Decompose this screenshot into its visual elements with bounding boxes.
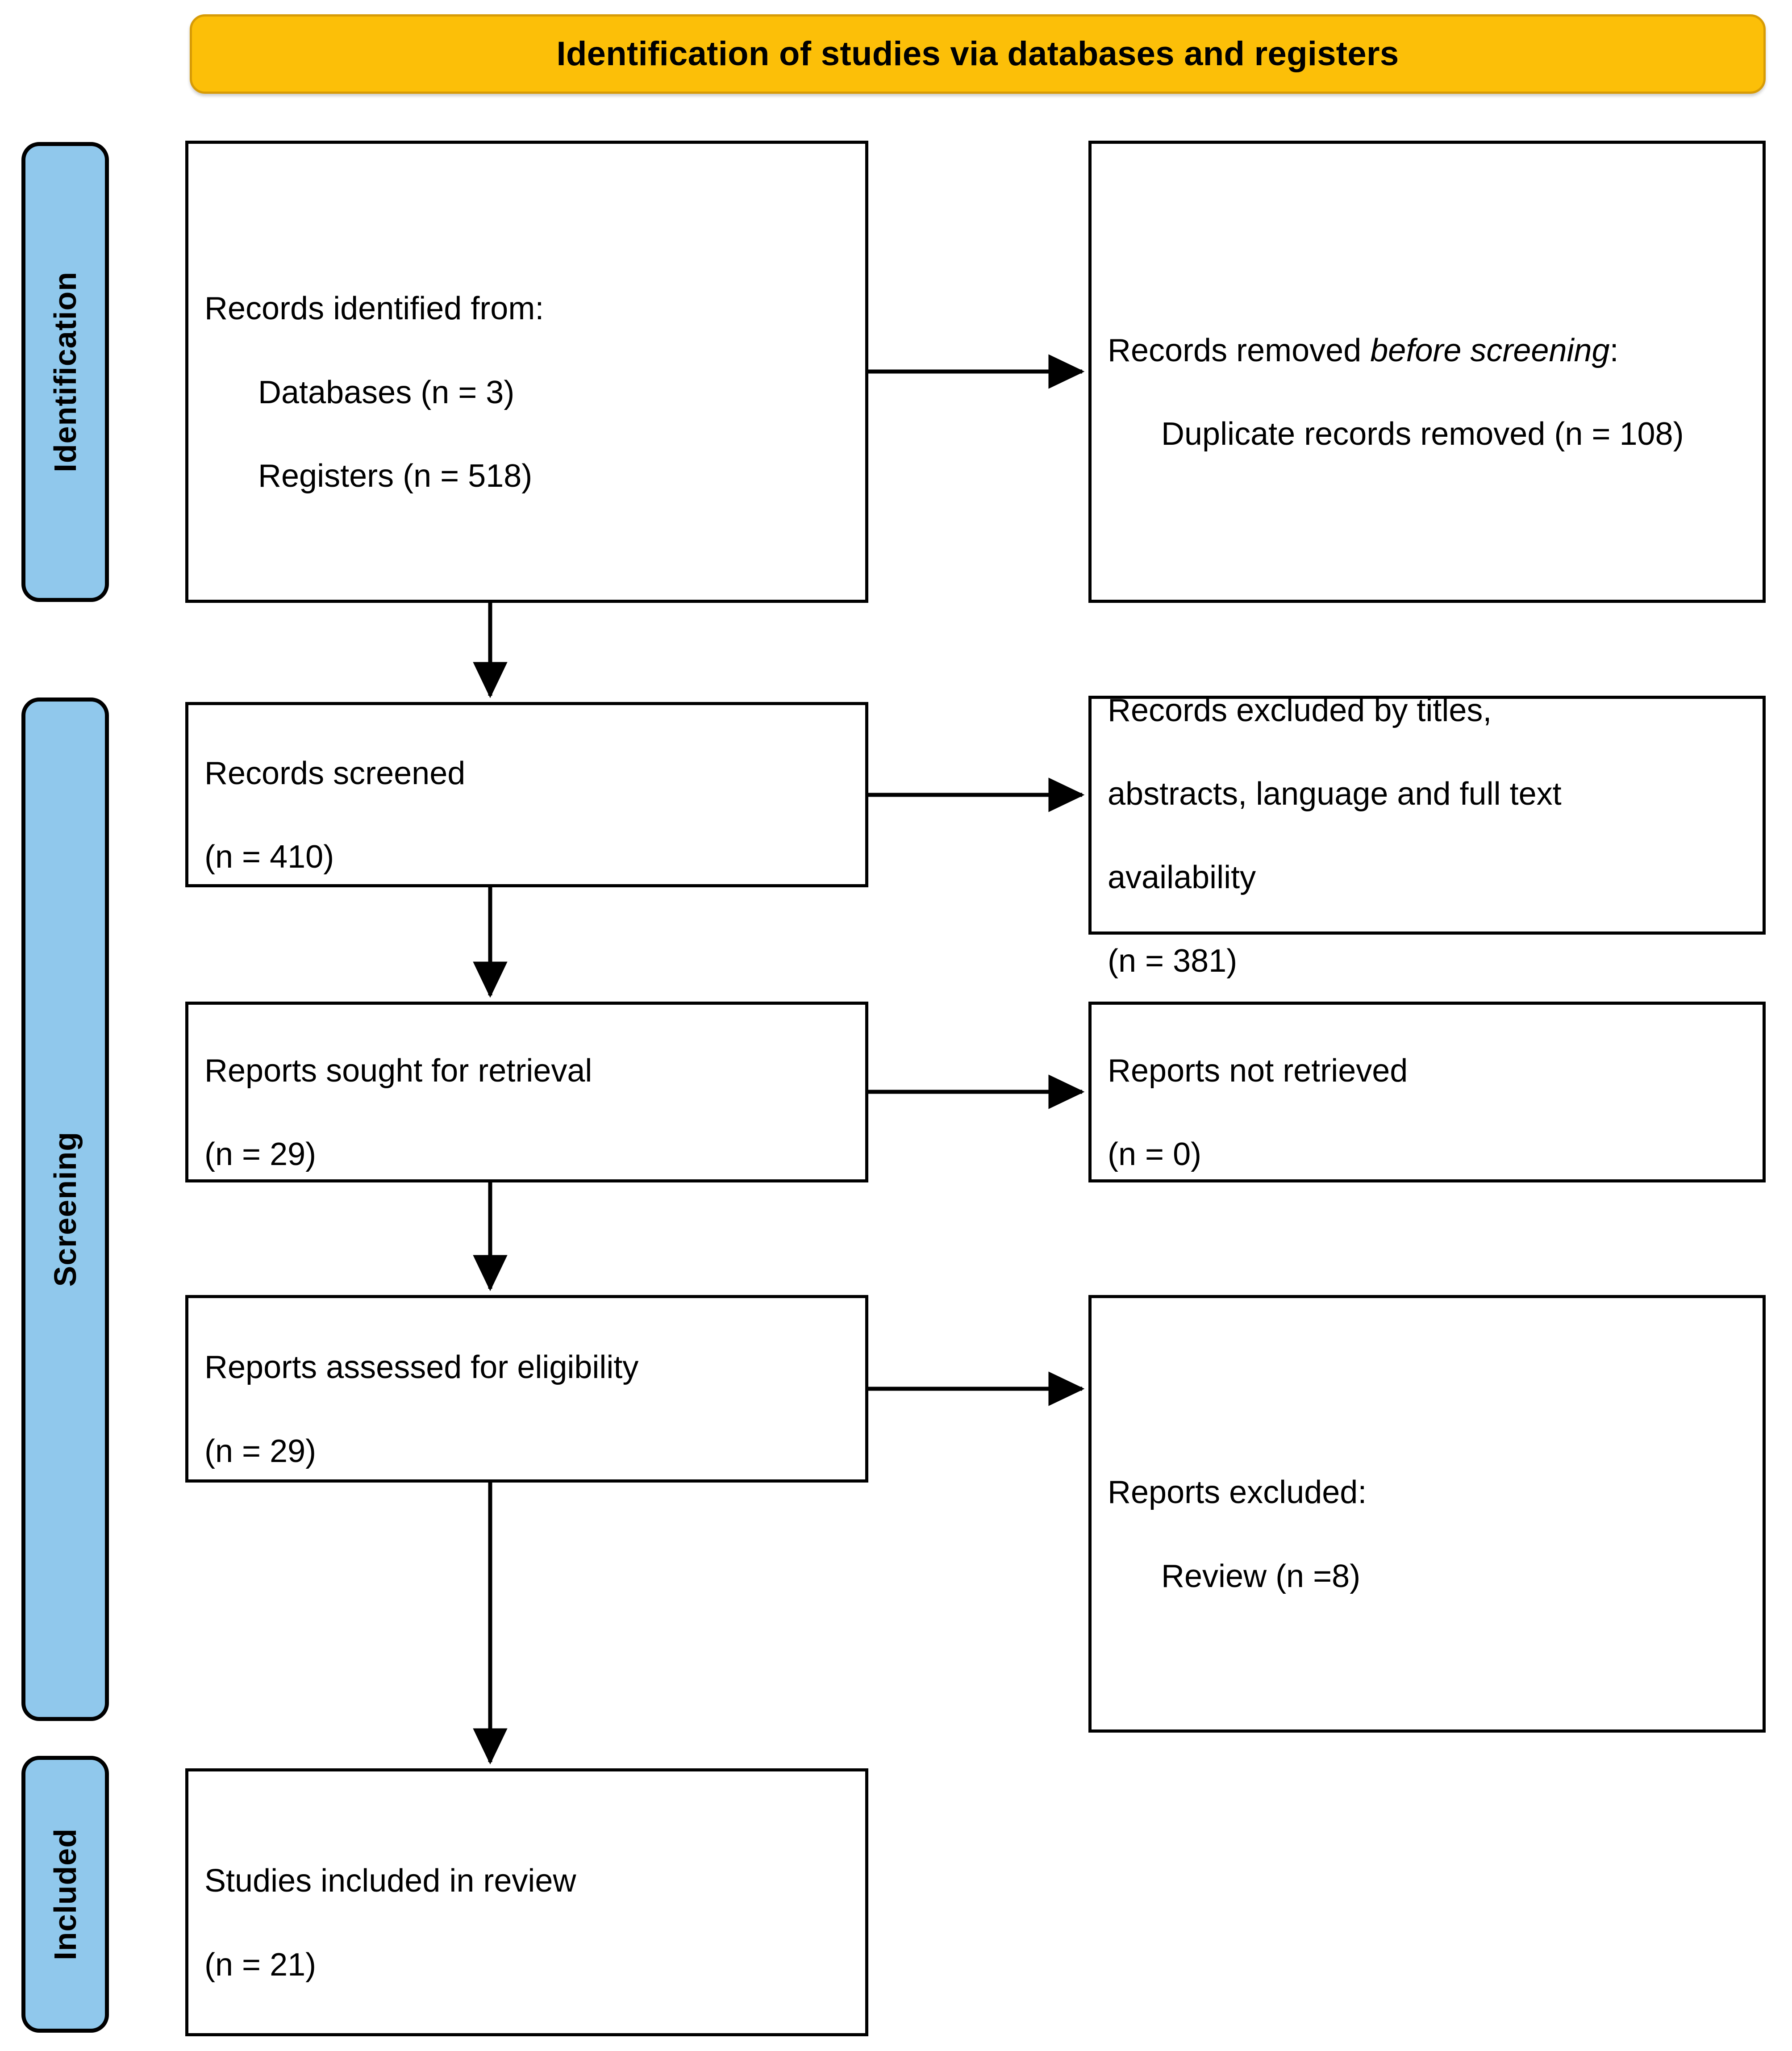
box-reports-sought-for-retrieval: Reports sought for retrieval (n = 29) (185, 1002, 868, 1182)
reports-sought-line1: Reports sought for retrieval (204, 1053, 592, 1089)
box-records-excluded-text: Records excluded by titles, abstracts, l… (1092, 648, 1763, 982)
diagram-title: Identification of studies via databases … (556, 35, 1399, 73)
box-reports-sought-text: Reports sought for retrieval (n = 29) (188, 1008, 865, 1175)
reports-not-retrieved-line2: (n = 0) (1108, 1136, 1202, 1173)
stage-label-included-text: Included (48, 1828, 83, 1960)
records-identified-line1: Records identified from: (204, 291, 544, 327)
stage-label-included: Included (21, 1756, 109, 2033)
box-reports-excluded-text: Reports excluded: Review (n =8) (1092, 1430, 1763, 1597)
box-records-removed-before-screening: Records removed before screening: Duplic… (1088, 141, 1766, 603)
records-excluded-line4: (n = 381) (1108, 943, 1238, 979)
records-excluded-line3: availability (1108, 860, 1256, 896)
records-removed-line2: Duplicate records removed (n = 108) (1161, 416, 1684, 452)
stage-label-screening: Screening (21, 698, 109, 1721)
diagram-header-banner: Identification of studies via databases … (190, 14, 1766, 94)
reports-excluded-line2: Review (n =8) (1161, 1558, 1361, 1594)
box-reports-not-retrieved: Reports not retrieved (n = 0) (1088, 1002, 1766, 1182)
reports-not-retrieved-line1: Reports not retrieved (1108, 1053, 1408, 1089)
stage-label-screening-text: Screening (48, 1132, 83, 1287)
box-studies-included-text: Studies included in review (n = 21) (188, 1819, 865, 1986)
records-excluded-line2: abstracts, language and full text (1108, 776, 1562, 812)
box-records-identified: Records identified from: Databases (n = … (185, 141, 868, 603)
box-studies-included-in-review: Studies included in review (n = 21) (185, 1768, 868, 2036)
box-reports-excluded: Reports excluded: Review (n =8) (1088, 1295, 1766, 1733)
box-records-removed-text: Records removed before screening: Duplic… (1092, 288, 1763, 455)
records-identified-line3: Registers (n = 518) (258, 458, 533, 494)
box-records-excluded: Records excluded by titles, abstracts, l… (1088, 693, 1766, 979)
stage-label-identification-text: Identification (48, 272, 83, 472)
reports-sought-line2: (n = 29) (204, 1136, 317, 1173)
records-screened-line2: (n = 410) (204, 839, 334, 875)
reports-assessed-line1: Reports assessed for eligibility (204, 1349, 639, 1386)
box-reports-assessed-for-eligibility: Reports assessed for eligibility (n = 29… (185, 1295, 868, 1483)
records-removed-line1-tail: : (1609, 332, 1619, 368)
studies-included-line1: Studies included in review (204, 1863, 576, 1899)
box-reports-not-retrieved-text: Reports not retrieved (n = 0) (1092, 1008, 1763, 1175)
box-reports-assessed-text: Reports assessed for eligibility (n = 29… (188, 1305, 865, 1472)
box-records-screened-text: Records screened (n = 410) (188, 711, 865, 878)
stage-label-identification: Identification (21, 142, 109, 602)
records-excluded-line1: Records excluded by titles, (1108, 692, 1492, 728)
reports-excluded-line1: Reports excluded: (1108, 1475, 1367, 1511)
studies-included-line2: (n = 21) (204, 1947, 317, 1983)
box-records-identified-text: Records identified from: Databases (n = … (188, 246, 865, 497)
box-records-screened: Records screened (n = 410) (185, 702, 868, 887)
records-removed-line1-plain: Records removed (1108, 332, 1371, 368)
reports-assessed-line2: (n = 29) (204, 1433, 317, 1469)
records-identified-line2: Databases (n = 3) (258, 374, 515, 410)
records-removed-line1-italic: before screening (1370, 332, 1610, 368)
records-screened-line1: Records screened (204, 755, 466, 791)
